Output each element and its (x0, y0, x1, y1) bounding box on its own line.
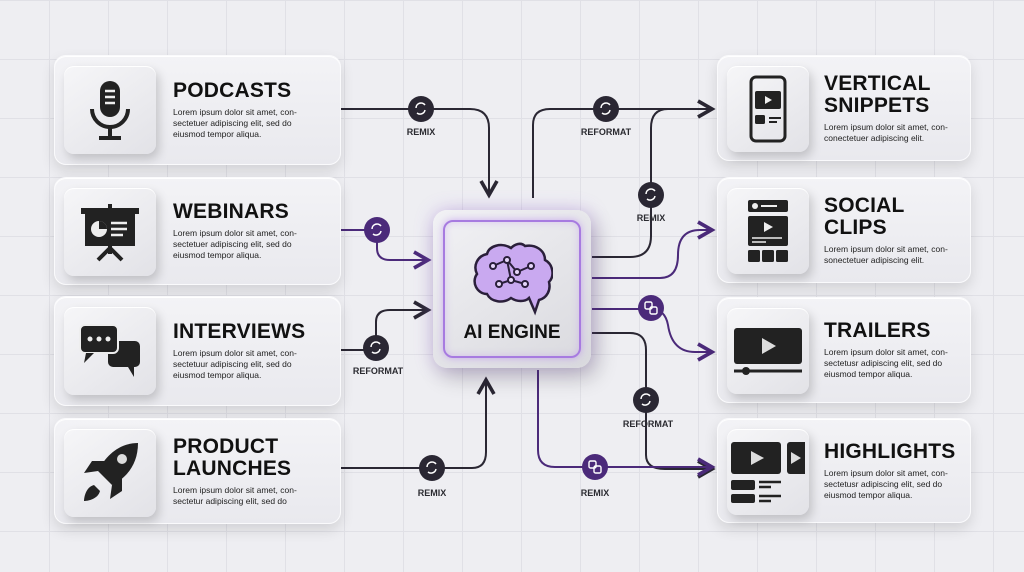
input-card-interviews: INTERVIEWS Lorem ipsum dolor sit amet, co… (54, 296, 341, 406)
card-title: PODCASTS (173, 79, 292, 102)
reformat-node (633, 387, 659, 413)
connector-remix-branch (592, 108, 669, 258)
video-player-icon (727, 308, 809, 394)
chat-bubbles-icon (64, 307, 156, 395)
connector-webinars (340, 229, 432, 270)
remix-node (408, 96, 434, 122)
copy-node (582, 454, 608, 480)
phone-video-icon (727, 66, 809, 152)
node-label: REFORMAT (352, 366, 404, 376)
connector-interviews (340, 300, 432, 351)
node-label: REFORMAT (580, 127, 632, 137)
node-label: REMIX (417, 488, 447, 498)
card-title: HIGHLIGHTS (824, 439, 956, 463)
connector-podcasts (340, 108, 499, 199)
node-label: REMIX (406, 127, 436, 137)
input-card-webinars: WEBINARS Lorem ipsum dolor sit amet, con-… (54, 177, 341, 285)
remix-node (419, 455, 445, 481)
social-feed-icon (727, 188, 809, 274)
connector-launches (340, 376, 496, 469)
node-label: REMIX (580, 488, 610, 498)
card-title: WEBINARS (173, 200, 289, 223)
card-description: Lorem ipsum dolor sit amet, con-sectetuu… (173, 348, 297, 380)
remix-node (364, 217, 390, 243)
input-card-podcasts: PODCASTS Lorem ipsum dolor sit amet, con-… (54, 55, 341, 165)
card-title: SOCIAL CLIPS (824, 193, 905, 239)
copy-node (638, 295, 664, 321)
card-description: Lorem ipsum dolor sit amet, con-sectetur… (173, 484, 297, 506)
output-card-trailers: TRAILERS Lorem ipsum dolor sit amet, con-… (717, 297, 971, 403)
card-title: TRAILERS (824, 319, 931, 342)
connector-social (592, 220, 716, 279)
presentation-icon (64, 188, 156, 276)
card-description: Lorem ipsum dolor sit amet, con-sonectet… (824, 243, 948, 265)
card-description: Lorem ipsum dolor sit amet, con-sectetue… (173, 107, 297, 139)
input-card-product-launches: PRODUCT LAUNCHES Lorem ipsum dolor sit am… (54, 418, 341, 524)
card-title: PRODUCT LAUNCHES (173, 434, 292, 480)
connector-vertical (532, 99, 716, 198)
rocket-icon (64, 429, 156, 517)
card-title: INTERVIEWS (173, 320, 306, 343)
video-grid-icon (727, 429, 809, 515)
microphone-icon (64, 66, 156, 154)
node-label: REMIX (636, 213, 666, 223)
brain-icon (473, 242, 553, 316)
card-description: Lorem ipsum dolor sit amet, con-conectet… (824, 121, 948, 143)
card-description: Lorem ipsum dolor sit amet, con-sectetus… (824, 347, 948, 379)
process-nodes (363, 96, 664, 481)
output-card-vertical-snippets: VERTICAL SNIPPETS Lorem ipsum dolor sit a… (717, 55, 971, 161)
reformat-node (363, 335, 389, 361)
connector-highlights-b (537, 370, 716, 477)
engine-label: AI ENGINE (463, 322, 561, 343)
card-description: Lorem ipsum dolor sit amet, con-sectetus… (824, 467, 948, 500)
card-title: VERTICAL SNIPPETS (824, 71, 931, 117)
node-label: REFORMAT (622, 419, 674, 429)
remix-node (638, 182, 664, 208)
card-description: Lorem ipsum dolor sit amet, con-sectetue… (173, 228, 297, 260)
output-card-highlights: HIGHLIGHTS Lorem ipsum dolor sit amet, co… (717, 418, 971, 523)
output-card-social-clips: SOCIAL CLIPS Lorem ipsum dolor sit amet, … (717, 177, 971, 283)
ai-engine: AI ENGINE (433, 210, 591, 368)
reformat-node (593, 96, 619, 122)
